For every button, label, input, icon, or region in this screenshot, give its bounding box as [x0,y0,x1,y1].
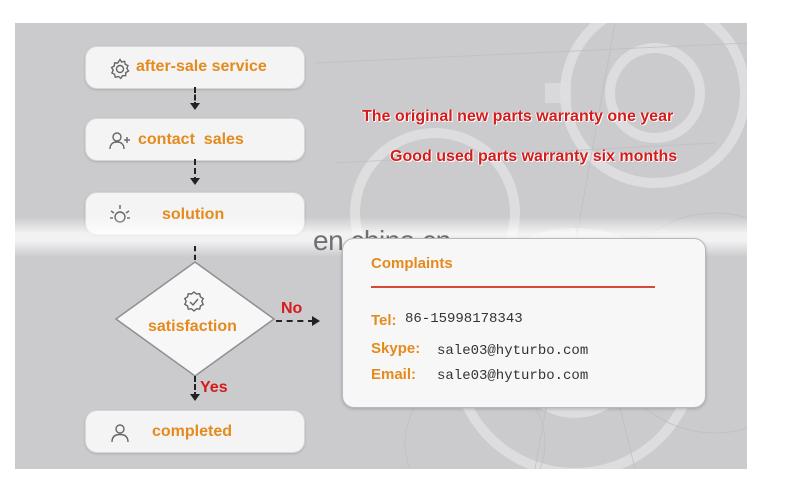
email-value: sale03@hyturbo.com [437,368,589,384]
step-contact-sales: contact sales [85,118,305,161]
branch-no-label: No [281,300,303,317]
step-label: completed [152,423,233,440]
step-after-sale-service: after-sale service [85,46,305,89]
decision-label: satisfaction [148,318,237,335]
flow-connector [194,159,196,183]
complaints-title: Complaints [371,255,453,272]
branch-yes-connector [194,376,196,398]
complaints-card: Complaints Tel: 86-15998178343 Skype: sa… [342,238,706,408]
email-label: Email: [371,366,417,383]
user-icon [111,424,129,443]
add-user-icon [109,132,130,150]
flow-connector [194,87,196,108]
tel-label: Tel: [371,312,397,329]
branch-yes-label: Yes [200,379,228,396]
warranty-line-new-parts: The original new parts warranty one year [362,108,674,125]
arrowhead-down [190,394,200,401]
verified-badge-icon [183,291,205,312]
skype-label: Skype: [371,340,421,357]
flow-connector [194,246,196,260]
arrowhead-right [312,316,320,326]
arrowhead-down [190,178,200,185]
complaints-divider [371,286,655,288]
step-completed: completed [85,410,305,453]
branch-no-connector [276,320,314,322]
step-label: contact sales [138,131,244,148]
skype-value: sale03@hyturbo.com [437,343,589,359]
gear-icon [110,58,130,80]
tel-value: 86-15998178343 [405,311,523,327]
step-label: after-sale service [136,58,267,75]
arrowhead-down [190,103,200,110]
warranty-line-used-parts: Good used parts warranty six months [390,148,678,165]
